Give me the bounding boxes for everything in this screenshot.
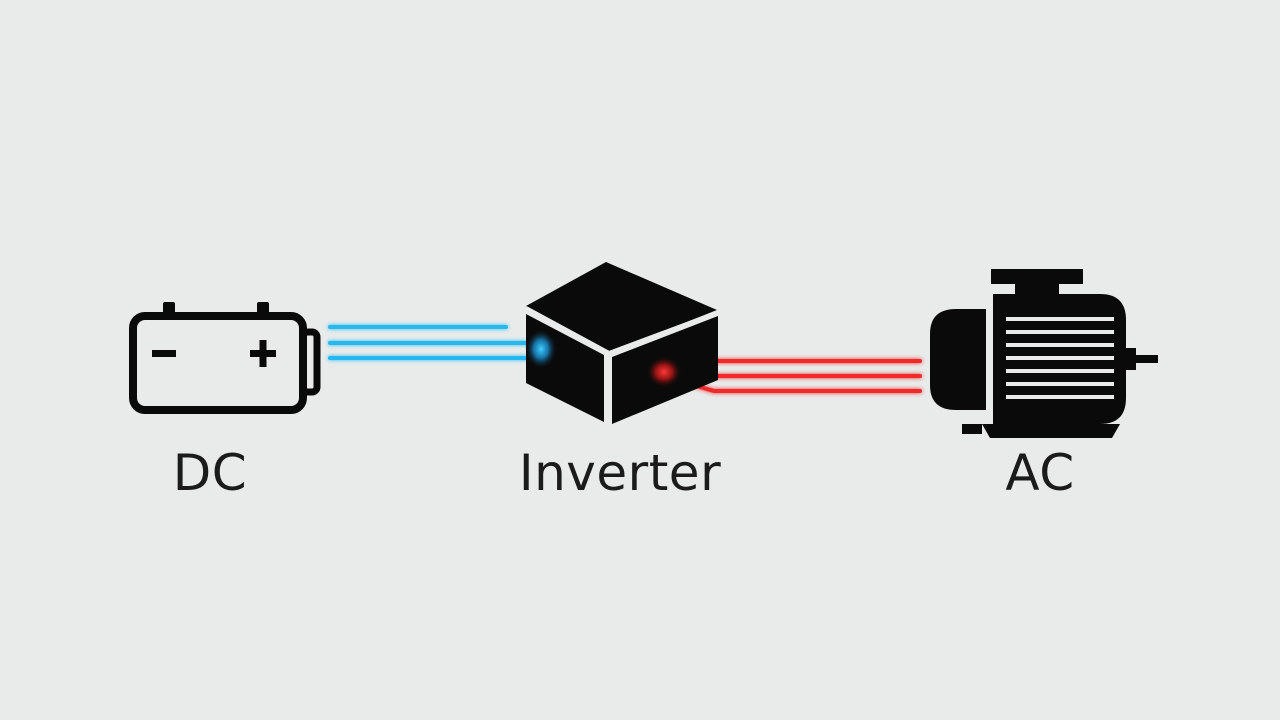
battery-plus-icon-v: [259, 340, 267, 367]
dc-label: DC: [172, 444, 248, 502]
electric-motor-icon: [930, 269, 1158, 438]
motor-shaft: [1134, 355, 1158, 363]
inverter-dc-port-glow: [525, 329, 557, 369]
dc-wire-3: [328, 350, 550, 360]
inverter-box-icon: [525, 262, 720, 426]
battery-icon: [129, 302, 321, 414]
ac-label: AC: [1005, 444, 1075, 502]
inverter-label: Inverter: [518, 444, 722, 502]
battery-minus-icon: [152, 350, 176, 357]
motor-cooling-fins: [1006, 317, 1114, 399]
ac-wire-1: [682, 350, 922, 363]
dc-to-inverter-wires: [328, 325, 550, 360]
inverter-ac-port-glow: [646, 356, 682, 388]
